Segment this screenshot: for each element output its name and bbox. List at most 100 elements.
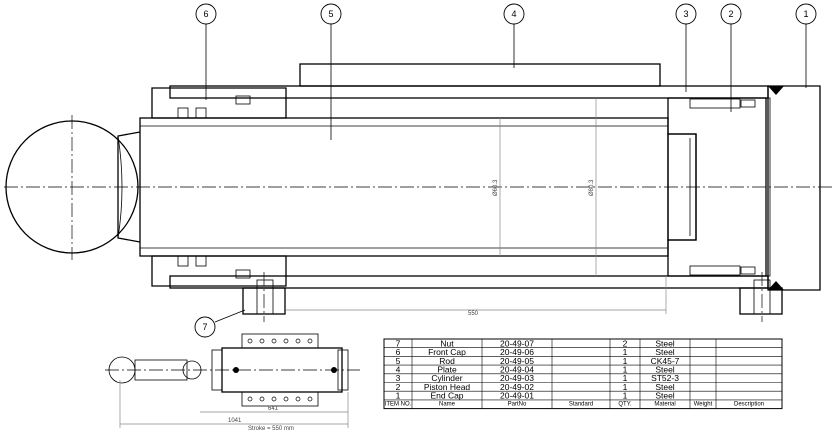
bom-header-cell: QTY.: [618, 401, 632, 407]
mini-dim-1: 641: [268, 406, 279, 412]
bom-cell-partno: 20-49-03: [500, 373, 534, 383]
bom-cell-name: Piston Head: [424, 382, 471, 392]
mini-holes-bottom: [247, 396, 313, 402]
mini-plate-hole: [271, 338, 277, 344]
piston-oring-1: [740, 99, 756, 108]
mini-holes-top: [247, 338, 313, 344]
cap-seal-2: [195, 107, 207, 119]
mini-plate-hole: [259, 396, 265, 402]
bom-cell-material: Steel: [655, 347, 674, 357]
svg-text:7: 7: [202, 322, 207, 332]
bom-cell-partno: 20-49-04: [500, 364, 534, 374]
piston-oring-2: [740, 266, 756, 275]
mini-plate-hole: [271, 396, 277, 402]
bom-cell-qty: 1: [623, 382, 628, 392]
mini-caption: Stroke = 550 mm: [248, 426, 294, 432]
plate-part: [299, 63, 661, 87]
cap-seal-4: [195, 255, 207, 267]
balloon-4: 4: [503, 3, 525, 25]
bom-cell-qty: 1: [623, 347, 628, 357]
balloon-2: 2: [720, 3, 742, 25]
bom-cell-material: Steel: [655, 391, 674, 401]
bom-cell-partno: 20-49-01: [500, 391, 534, 401]
section-view: Ø60.3 Ø80.3 550: [4, 24, 832, 323]
mini-plate-hole: [283, 396, 289, 402]
bom-cell-qty: 1: [623, 391, 628, 401]
bom-cell-qty: 1: [623, 373, 628, 383]
leader-7: [214, 309, 246, 323]
cap-seal-5: [235, 95, 251, 105]
svg-text:2: 2: [728, 9, 733, 19]
mini-plate-hole: [283, 338, 289, 344]
bom-cell-name: End Cap: [430, 391, 463, 401]
bom-cell-material: CK45-7: [651, 356, 680, 366]
bom-header-cell: Standard: [569, 401, 593, 407]
balloon-7: 7: [194, 316, 216, 338]
dim-stroke: 550: [468, 311, 479, 317]
cap-seal-3: [177, 255, 189, 267]
bom-cell-item: 6: [396, 347, 401, 357]
bom-cell-material: Steel: [655, 364, 674, 374]
nut-left-bolt: [256, 279, 274, 315]
balloon-5: 5: [320, 3, 342, 25]
bom-cell-material: ST52-3: [651, 373, 679, 383]
bom-header-cell: Name: [439, 401, 456, 407]
bom-cell-qty: 1: [623, 356, 628, 366]
bom-cell-name: Nut: [440, 338, 454, 348]
bom-header-cell: Weight: [694, 401, 713, 407]
bom-cell-item: 4: [396, 364, 401, 374]
nut-right: [739, 287, 783, 315]
bom-cell-partno: 20-49-07: [500, 338, 534, 348]
mini-dim-2: 1041: [228, 418, 242, 424]
cap-seal-1: [177, 107, 189, 119]
mini-plate-hole: [295, 396, 301, 402]
balloon-6: 6: [195, 3, 217, 25]
balloon-3: 3: [675, 3, 697, 25]
mini-plate-hole: [247, 396, 253, 402]
mini-bolt-l: [233, 367, 239, 373]
front-cap-part-bottom: [151, 255, 287, 287]
bom-header-cell: Description: [734, 401, 764, 407]
bom-cell-item: 1: [396, 391, 401, 401]
bom-cell-partno: 20-49-06: [500, 347, 534, 357]
bom-cell-name: Cylinder: [431, 373, 462, 383]
bom-cell-qty: 2: [623, 338, 628, 348]
svg-text:3: 3: [683, 9, 688, 19]
svg-text:6: 6: [203, 9, 208, 19]
bom-cell-item: 3: [396, 373, 401, 383]
bom-cell-item: 2: [396, 382, 401, 392]
bom-header-cell: ITEM NO.: [385, 401, 412, 407]
piston-seal-bottom: [689, 265, 741, 276]
mini-plate-hole: [259, 338, 265, 344]
bom-cell-material: Steel: [655, 338, 674, 348]
dim-rod-dia: Ø60.3: [493, 179, 499, 196]
mini-plate-hole: [295, 338, 301, 344]
dim-bore-dia: Ø80.3: [589, 179, 595, 196]
bom-cell-partno: 20-49-02: [500, 382, 534, 392]
cap-seal-6: [235, 269, 251, 279]
bom-cell-name: Front Cap: [428, 347, 466, 357]
svg-text:5: 5: [328, 9, 333, 19]
svg-text:4: 4: [511, 9, 516, 19]
exterior-view: 641 1041 Stroke = 550 mm: [105, 333, 360, 432]
bom-cell-item: 5: [396, 356, 401, 366]
bom-cell-name: Rod: [439, 356, 455, 366]
bom-cell-name: Plate: [437, 364, 457, 374]
mini-plate-top: [241, 333, 319, 349]
mini-plate-hole: [247, 338, 253, 344]
front-cap-part: [151, 87, 287, 119]
balloons: 1 2 3 4 5 6 7: [194, 3, 817, 338]
balloon-1: 1: [795, 3, 817, 25]
end-cap-part: [767, 85, 821, 291]
piston-seal-top: [689, 98, 741, 109]
mini-plate-bottom: [241, 391, 319, 407]
bom-header-cell: PartNo: [508, 401, 527, 407]
mini-plate-hole: [307, 396, 313, 402]
mini-plate-hole: [307, 338, 313, 344]
svg-text:1: 1: [803, 9, 808, 19]
bom-cell-material: Steel: [655, 382, 674, 392]
bom-header-cell: Material: [654, 401, 675, 407]
bom-cell-qty: 1: [623, 364, 628, 374]
